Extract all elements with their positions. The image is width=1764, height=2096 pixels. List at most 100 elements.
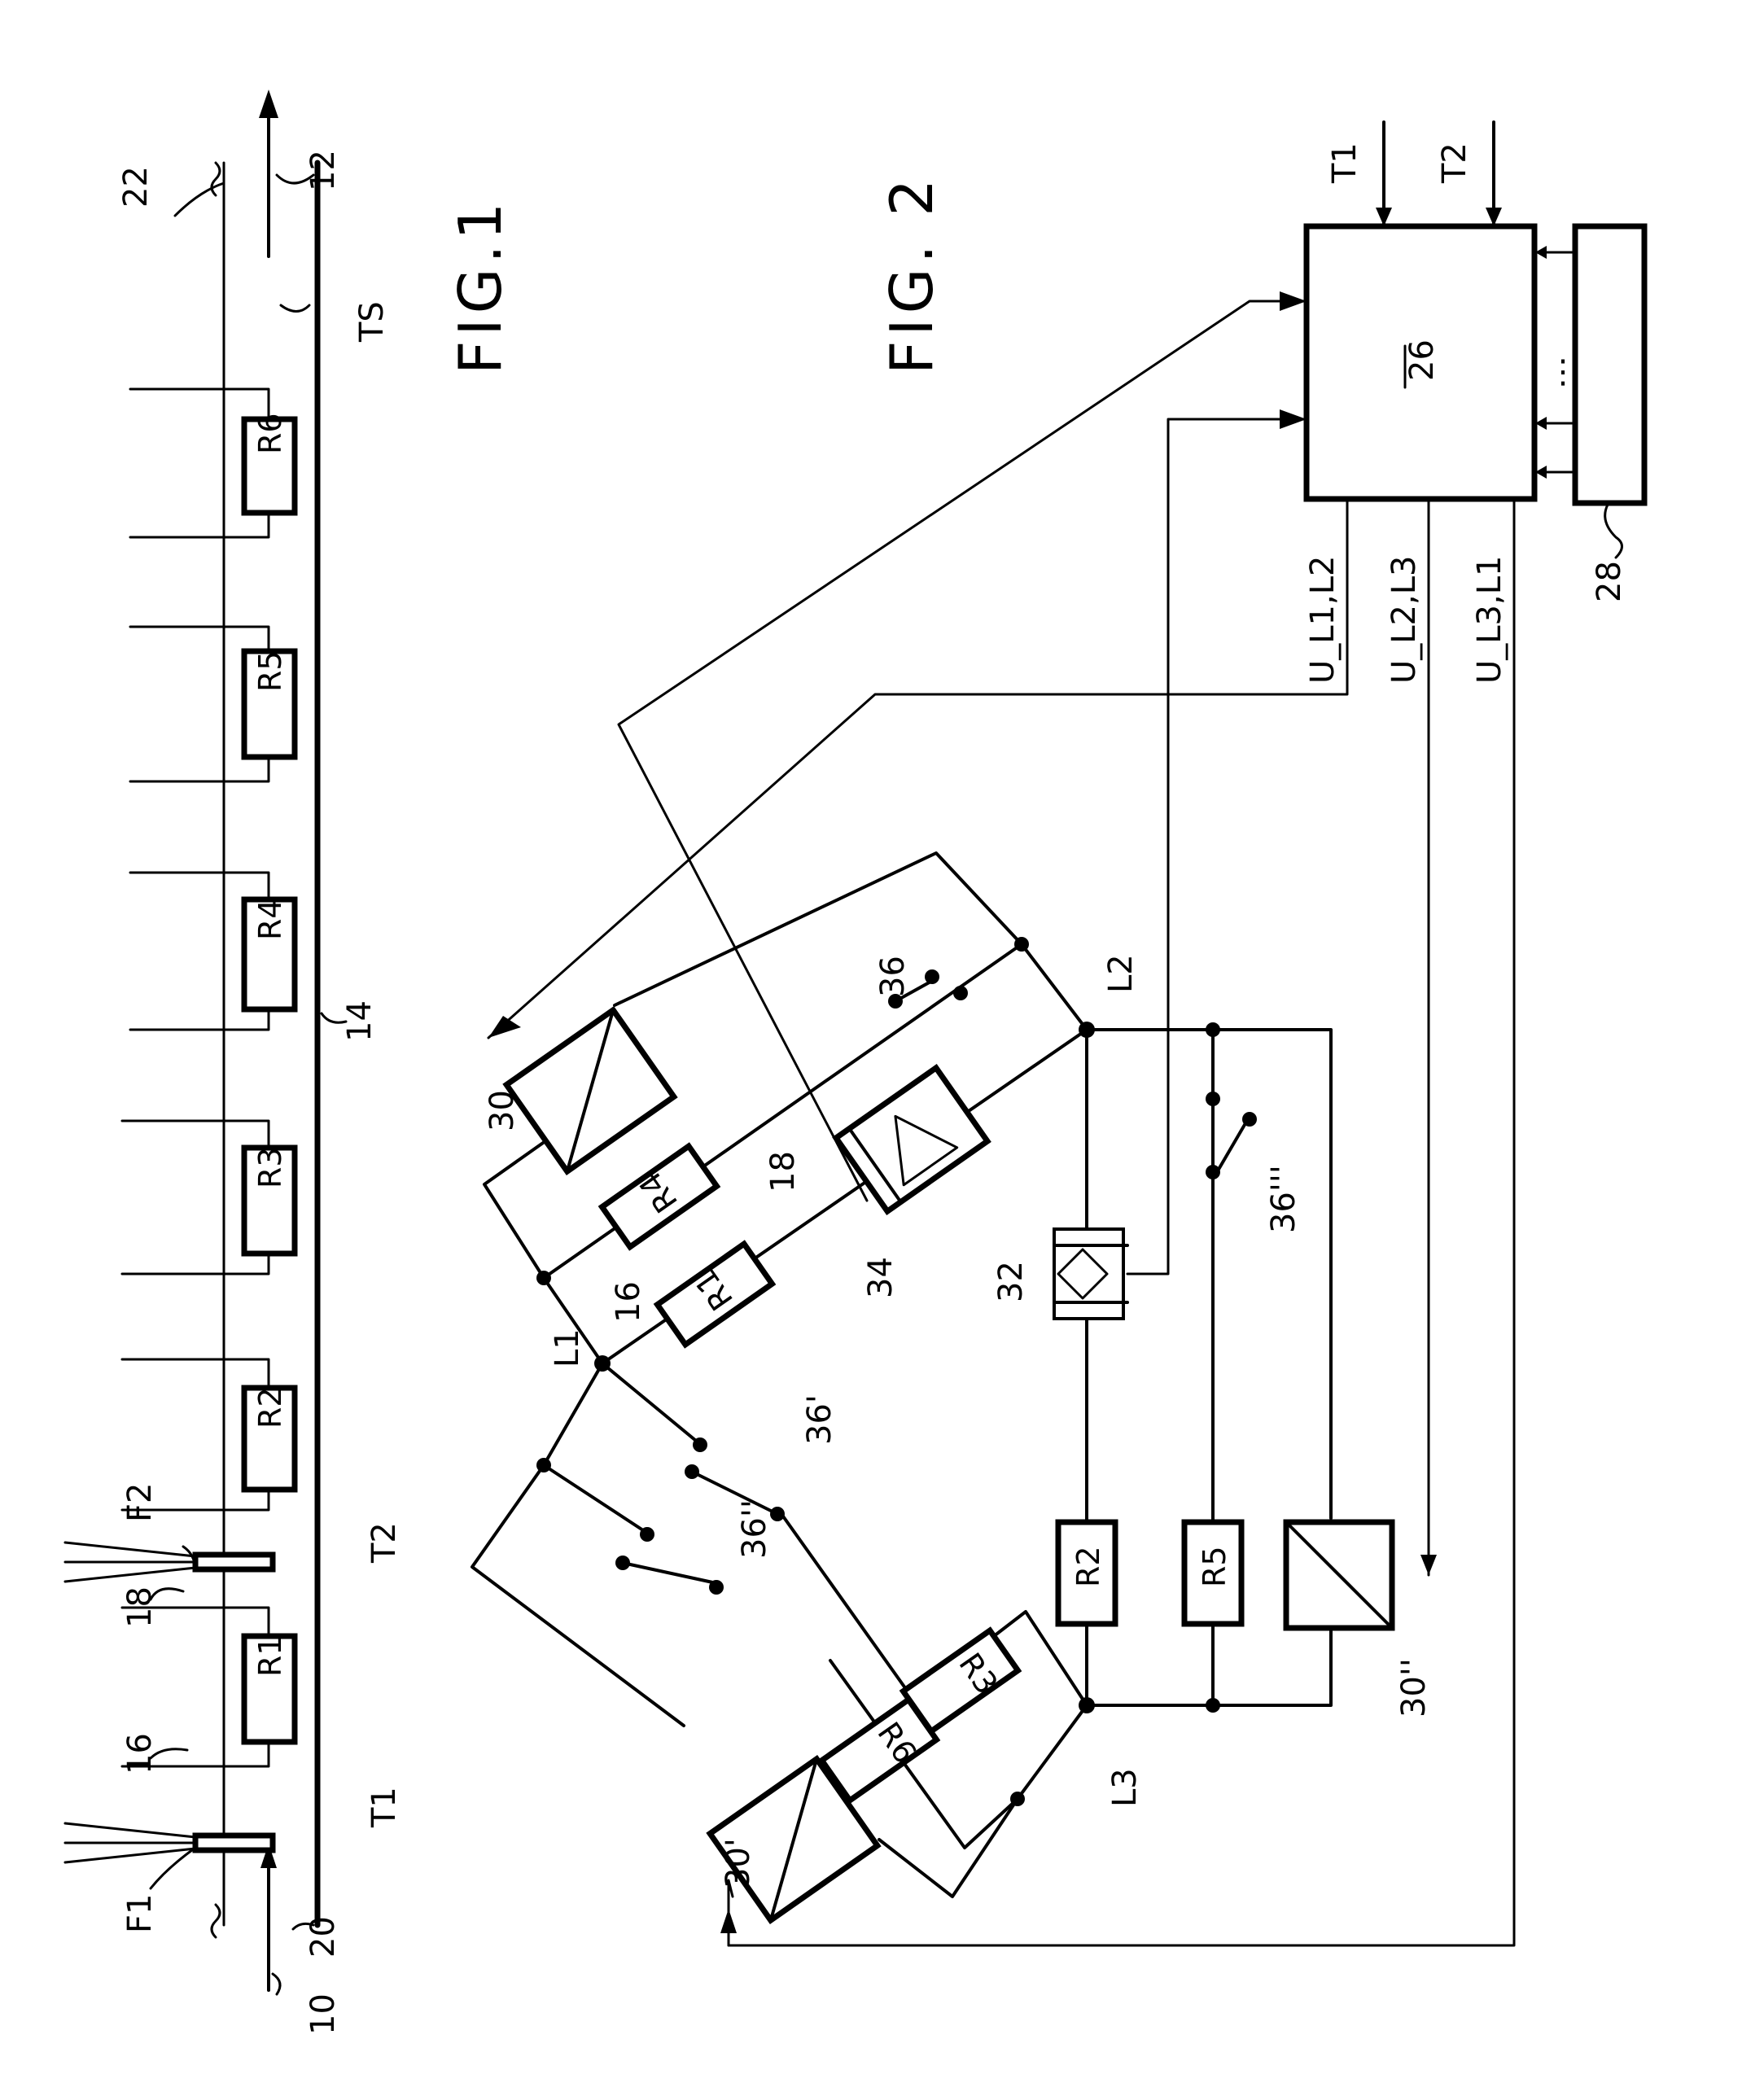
input-t1-label: T1 <box>1326 142 1363 184</box>
leader-f1 <box>149 1846 197 1890</box>
sensor-f1 <box>192 1832 276 1853</box>
branch-30pp-top <box>1085 1028 1333 1520</box>
label-12: 12 <box>304 150 342 191</box>
memory-28 <box>1572 223 1648 506</box>
resistor-r3 <box>241 1144 298 1257</box>
leader-f2 <box>182 1545 197 1573</box>
memory-bus-dots: ⋮ <box>1547 353 1579 391</box>
node-l1 <box>594 1355 611 1372</box>
label-r2: R2 <box>252 1387 288 1429</box>
fig1-resistors <box>120 387 298 1768</box>
branch-30-right <box>613 851 1088 1031</box>
label-r5: R5 <box>252 650 288 692</box>
label-14: 14 <box>341 1000 379 1042</box>
resistor-r5-fig2 <box>1181 1519 1245 1627</box>
break-top <box>210 161 221 197</box>
resistor-r1 <box>241 1633 298 1745</box>
sensor-32 <box>1053 1227 1125 1320</box>
label-34: 34 <box>862 1257 900 1298</box>
label-36: 36 <box>874 956 912 997</box>
label-18: 18 <box>121 1586 159 1628</box>
resistor-r6 <box>241 416 298 516</box>
label-r3: R3 <box>252 1147 288 1188</box>
fig2: FIG. 2 26 T1 T2 ⋮ 28 U_L1,L2 U_L2,L3 U_L… <box>471 120 1648 1947</box>
node-l3 <box>1079 1697 1095 1713</box>
label-l2: L2 <box>1102 954 1140 993</box>
branch-30pp-bottom <box>1085 1626 1333 1707</box>
outflow-arrowhead <box>259 90 278 118</box>
label-16-fig2: 16 <box>610 1281 647 1323</box>
leader-ts <box>279 304 311 313</box>
label-l3: L3 <box>1106 1768 1144 1807</box>
fig1: R6 R5 R4 R3 R2 R1 F2 F1 18 16 T2 T1 TS 2… <box>63 90 514 2035</box>
switch-36p <box>690 1470 779 1516</box>
fig1-labels: R6 R5 R4 R3 R2 R1 F2 F1 18 16 T2 T1 TS 2… <box>117 150 514 2035</box>
label-36ppp: 36''' <box>1265 1165 1302 1233</box>
svg-text:R5: R5 <box>1197 1546 1232 1587</box>
fig2-title: FIG. 2 <box>878 174 946 374</box>
resistor-r2 <box>241 1385 298 1493</box>
input-t2-label: T2 <box>1436 142 1473 184</box>
svg-text:R2: R2 <box>1070 1546 1106 1587</box>
label-36pp: 36'' <box>736 1499 773 1559</box>
label-32: 32 <box>992 1261 1030 1302</box>
sensor-f2 <box>192 1551 276 1573</box>
resistor-r5 <box>241 648 298 760</box>
resistor-r2-fig2 <box>1055 1519 1118 1627</box>
label-l1: L1 <box>549 1328 586 1367</box>
label-u-l3l1: U_L3,L1 <box>1471 556 1508 684</box>
branch-30p <box>878 1797 1019 1898</box>
label-30pp: 30'' <box>1395 1658 1433 1717</box>
label-36p: 36' <box>801 1394 838 1445</box>
leader-16 <box>149 1748 189 1760</box>
label-r4: R4 <box>252 899 288 940</box>
label-f1: F1 <box>121 1894 159 1933</box>
branch-l1-down <box>471 1362 685 1727</box>
label-r6: R6 <box>252 413 288 454</box>
label-u-l2l3: U_L2,L3 <box>1385 556 1423 684</box>
feedback-32 <box>1126 418 1308 1276</box>
label-r1: R1 <box>252 1635 288 1677</box>
break-bottom <box>210 1903 221 1939</box>
leader-10 <box>271 1972 282 1996</box>
node-l2 <box>1079 1022 1095 1038</box>
leader-22 <box>173 182 225 217</box>
branch-r3-lead <box>780 1512 913 1699</box>
label-18-fig2: 18 <box>764 1151 802 1192</box>
line-u-l3l1 <box>727 497 1516 1947</box>
resistor-r1-fig2: R1 <box>653 1240 777 1349</box>
leader-18 <box>149 1587 185 1601</box>
switch-36ppp <box>1215 1122 1247 1174</box>
label-10: 10 <box>304 1993 342 2035</box>
controller-ref: 26 <box>1403 339 1441 381</box>
line-u-l1l2 <box>487 497 1349 1039</box>
fig1-title: FIG.1 <box>446 198 514 374</box>
leader-12 <box>275 173 315 185</box>
label-30: 30 <box>484 1090 521 1131</box>
leader-14 <box>320 1012 348 1024</box>
leader-20 <box>291 1922 315 1931</box>
label-20: 20 <box>304 1916 342 1958</box>
label-30p: 30' <box>720 1838 757 1888</box>
label-16: 16 <box>121 1733 159 1774</box>
converter-30p <box>706 1754 882 1925</box>
label-ts: TS <box>353 301 391 343</box>
fig2-labels: L1 L2 L3 30 30' 30'' 32 34 36 36' 36'' 3… <box>484 954 1433 1888</box>
label-u-l1l2: U_L1,L2 <box>1304 556 1342 684</box>
controller-26 <box>1303 223 1538 502</box>
label-22: 22 <box>117 166 155 208</box>
label-t2: T2 <box>365 1522 403 1564</box>
resistor-r4-fig2: R4 <box>597 1142 721 1251</box>
converter-30 <box>502 1005 678 1176</box>
leader-28 <box>1604 503 1623 559</box>
switch-36pp <box>621 1561 718 1585</box>
label-f2: F2 <box>121 1483 159 1522</box>
label-t1: T1 <box>365 1787 403 1828</box>
feedback-34 <box>617 300 1308 1202</box>
inflow-arrowhead <box>260 1844 277 1868</box>
resistor-r4 <box>241 896 298 1013</box>
sensor-34 <box>832 1064 991 1215</box>
memory-ref: 28 <box>1591 561 1628 602</box>
